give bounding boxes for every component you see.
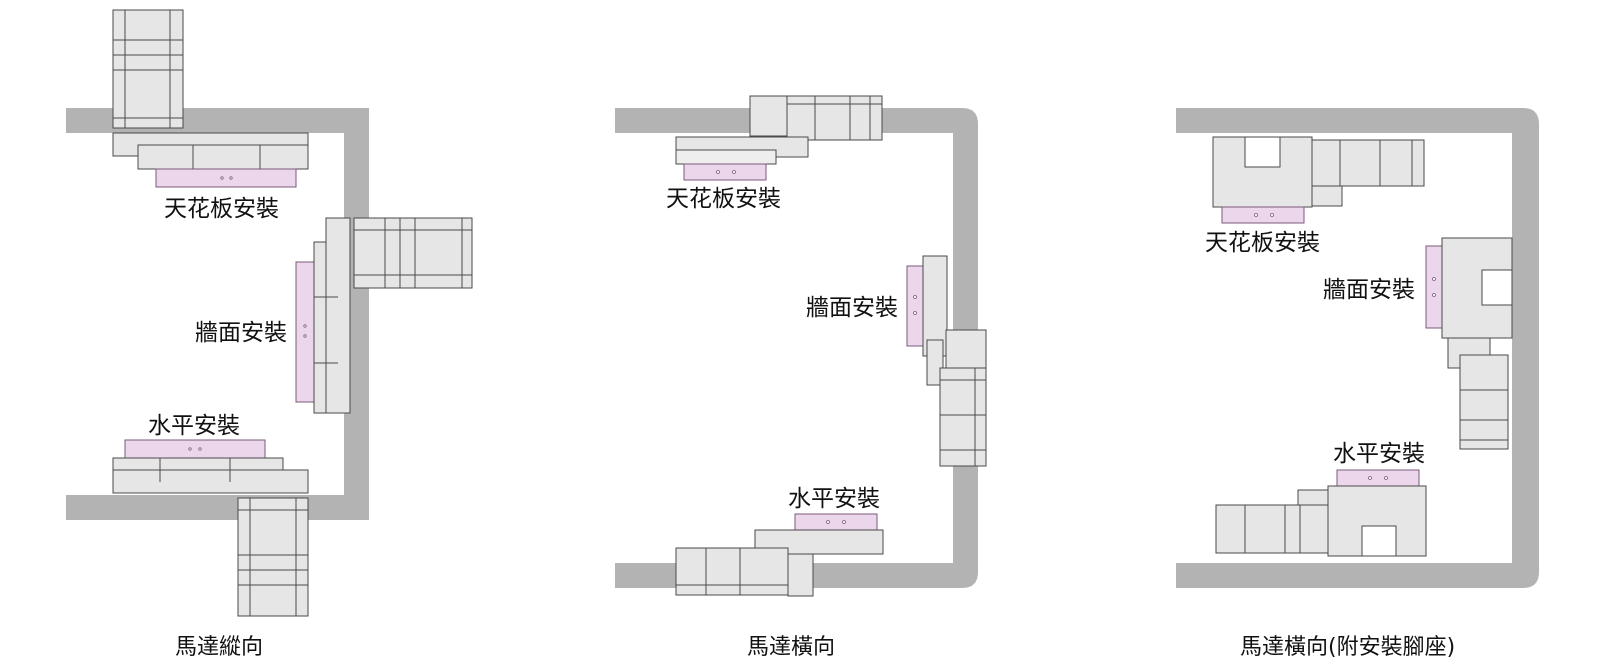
panel-1: 天花板安裝 牆面安裝 水平安裝 馬達縱向	[66, 9, 473, 660]
panel-3-ceiling-mount-plate	[1221, 206, 1305, 224]
panel-1-wall-mount-plate	[295, 261, 315, 403]
panel-3-label-ceiling: 天花板安裝	[1205, 230, 1320, 256]
panel-1-label-floor: 水平安裝	[148, 413, 240, 439]
panel-2-wall-actuator	[906, 255, 987, 467]
panel-3-floor-mount-plate	[1336, 469, 1420, 487]
panel-3-caption: 馬達橫向(附安裝腳座)	[1240, 635, 1455, 660]
panel-3-wall-mount-plate	[1425, 245, 1443, 329]
panel-2-floor-mount-plate	[794, 513, 878, 531]
panel-2-floor-actuator	[675, 513, 884, 597]
panel-3-floor-actuator	[1215, 469, 1427, 557]
panel-1-ceiling-mount-plate	[155, 168, 297, 188]
panel-3-wall-actuator	[1425, 237, 1513, 450]
panel-3-label-floor: 水平安裝	[1333, 441, 1425, 467]
panel-3-label-wall: 牆面安裝	[1323, 277, 1415, 303]
panel-1-wall-actuator	[295, 217, 473, 414]
panel-1-floor-actuator	[112, 439, 309, 617]
panel-2-wall-mount-plate	[906, 265, 924, 347]
panel-2-caption: 馬達橫向	[747, 635, 835, 660]
panel-2-label-wall: 牆面安裝	[806, 295, 898, 321]
panel-2-label-ceiling: 天花板安裝	[666, 186, 781, 212]
panel-2: 天花板安裝 牆面安裝 水平安裝 馬達橫向	[615, 95, 987, 660]
panel-1-caption: 馬達縱向	[175, 635, 263, 660]
panel-3: 天花板安裝 牆面安裝 水平安裝 馬達橫向(附安裝腳座)	[1176, 108, 1539, 660]
panel-2-label-floor: 水平安裝	[788, 486, 880, 512]
panel-1-ceiling-actuator	[112, 9, 309, 188]
panel-1-label-wall: 牆面安裝	[195, 320, 287, 346]
panel-3-ceiling-actuator	[1212, 136, 1425, 224]
panel-1-floor-mount-plate	[124, 439, 266, 459]
panel-2-ceiling-mount-plate	[683, 163, 767, 181]
panel-1-label-ceiling: 天花板安裝	[164, 196, 279, 222]
panel-2-ceiling-actuator	[675, 95, 883, 181]
